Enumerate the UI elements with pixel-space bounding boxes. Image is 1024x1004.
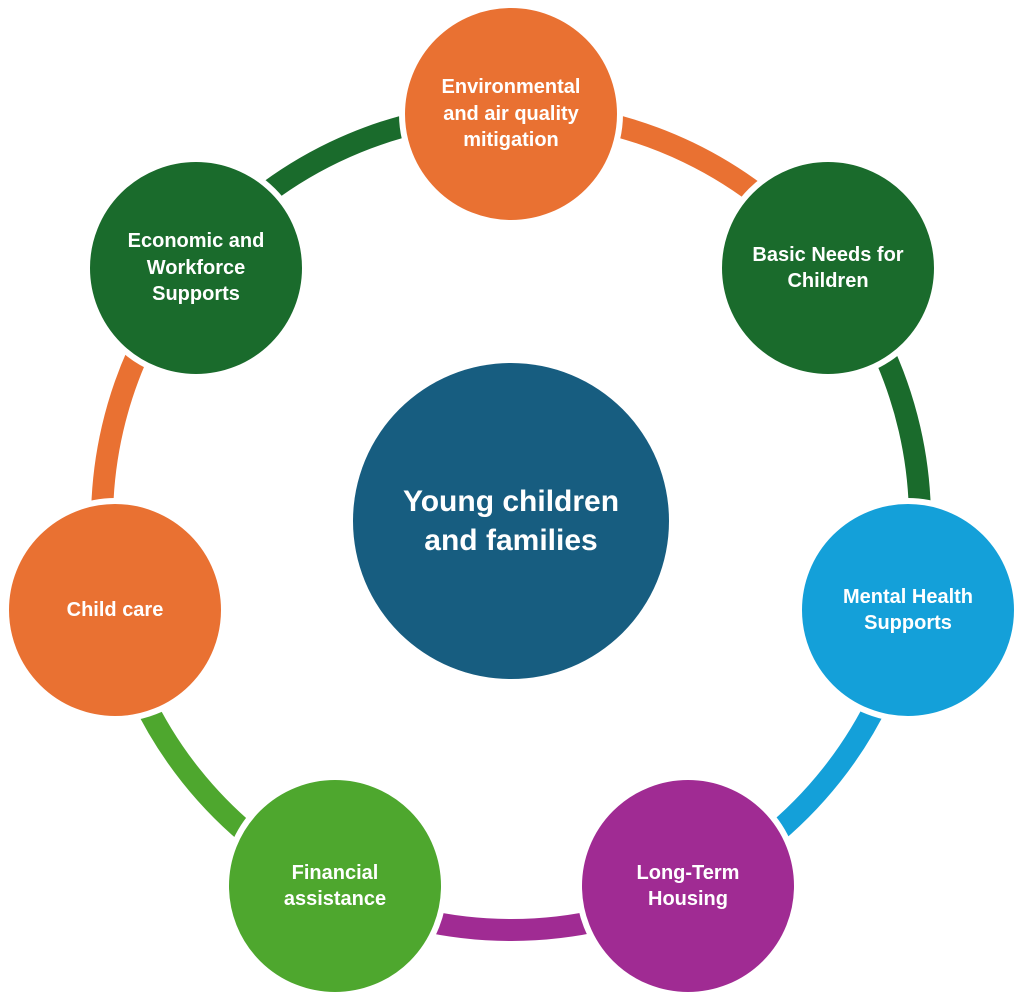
node-economic-label: Economic and Workforce Supports [127, 230, 265, 306]
node-child-care-label: Child care [66, 598, 164, 621]
node-environmental: Environmental and air quality mitigation [399, 2, 623, 226]
node-housing-label: Long-Term Housing [636, 861, 740, 910]
node-mental-health: Mental Health Supports [796, 498, 1020, 722]
node-child-care: Child care [3, 498, 227, 722]
node-housing: Long-Term Housing [576, 774, 800, 998]
node-environmental-label: Environmental and air quality mitigation [441, 76, 581, 152]
node-basic-needs: Basic Needs for Children [716, 156, 940, 380]
node-financial-label: Financial assistance [283, 861, 387, 910]
center-node: Young children and families [353, 363, 669, 679]
node-basic-needs-label: Basic Needs for Children [752, 243, 904, 292]
node-financial: Financial assistance [223, 774, 447, 998]
center-node-label: Young children and families [402, 485, 620, 557]
node-economic: Economic and Workforce Supports [84, 156, 308, 380]
node-mental-health-label: Mental Health Supports [842, 585, 974, 634]
